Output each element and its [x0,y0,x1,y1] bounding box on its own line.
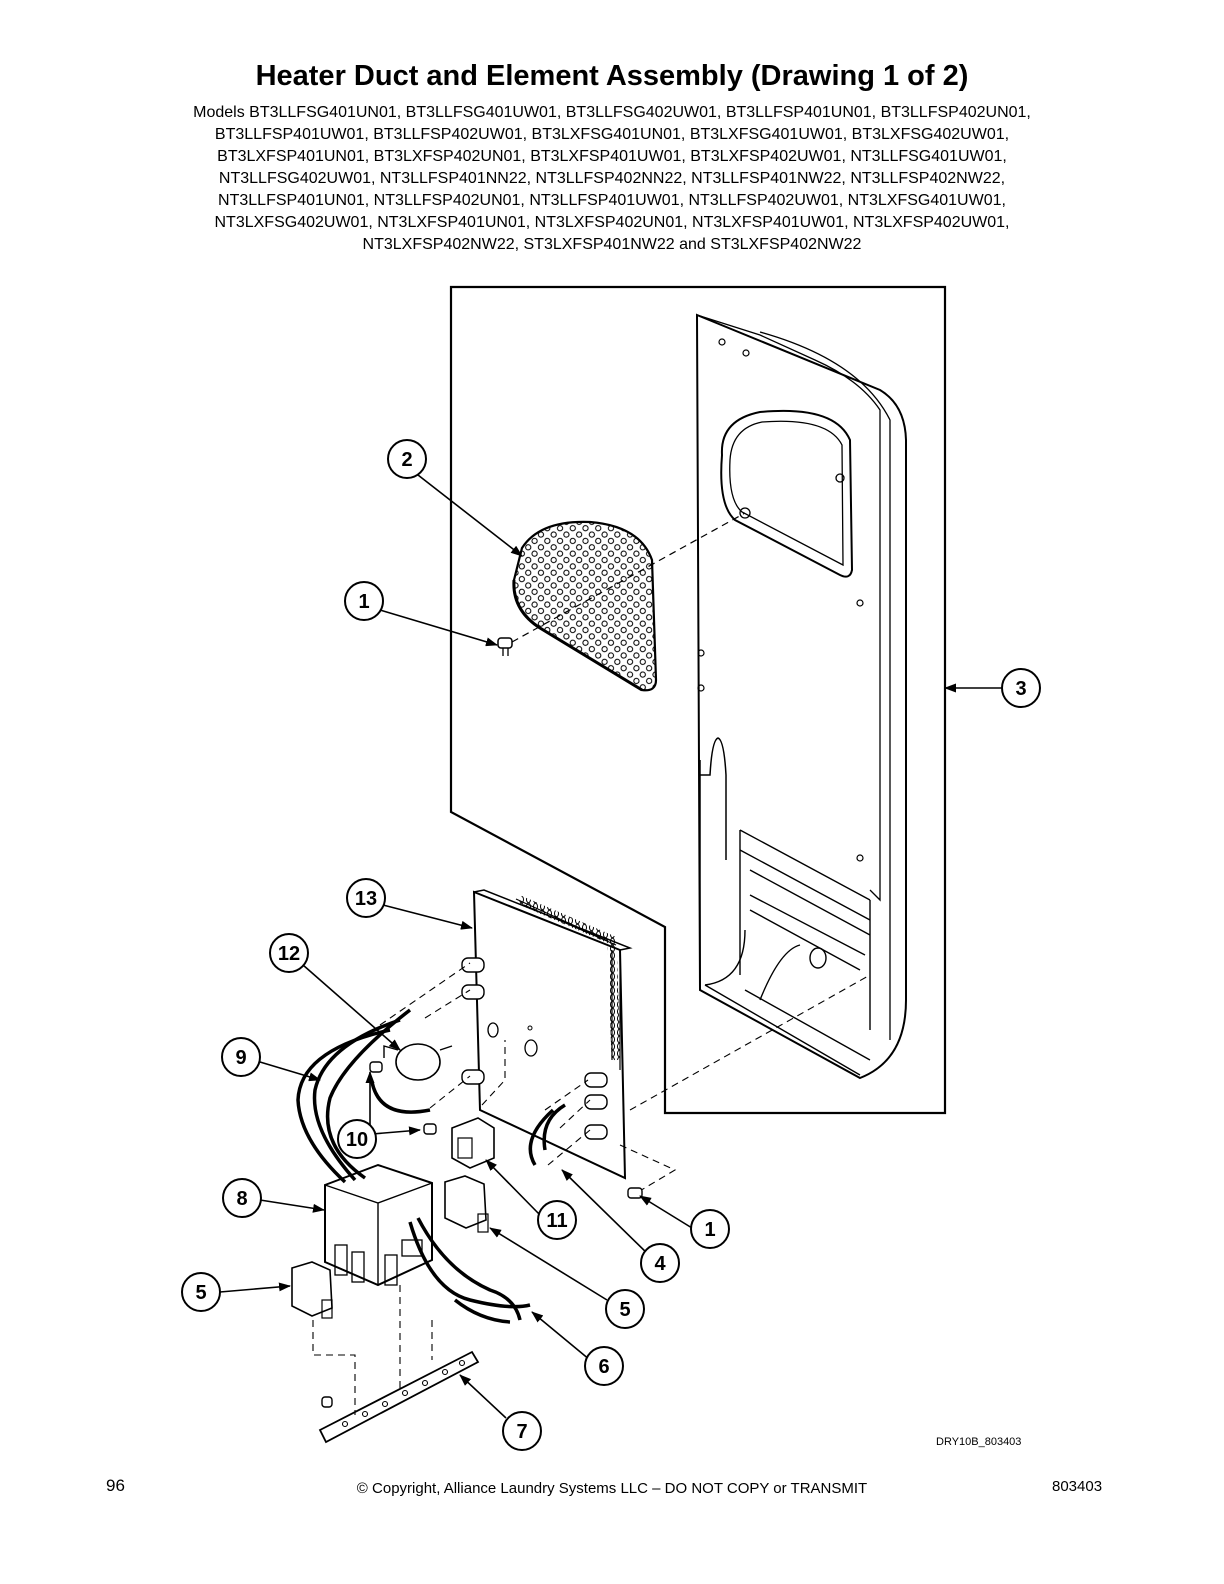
copyright-notice: © Copyright, Alliance Laundry Systems LL… [356,1480,868,1497]
callout-5-left: 5 [181,1272,221,1312]
svg-text:1: 1 [704,1219,715,1241]
page-title: Heater Duct and Element Assembly (Drawin… [255,60,969,92]
terminal-block-right [444,1175,489,1233]
assembly-line [511,512,746,643]
svg-text:11: 11 [546,1210,567,1232]
models-line: NT3LLFSG402UW01, NT3LLFSP401NN22, NT3LLF… [218,170,1006,187]
screw-thermostat [369,1061,383,1073]
callout-6: 6 [584,1346,624,1386]
assembly-lines [312,962,871,1415]
heater-duct-outline [449,285,947,1115]
svg-text:13: 13 [355,888,377,910]
svg-text:3: 3 [1015,678,1026,700]
callout-5-right: 5 [605,1289,645,1329]
svg-text:1: 1 [358,591,369,613]
thermostat [383,1043,453,1081]
callout-3: 3 [1001,668,1041,708]
svg-text:5: 5 [195,1282,206,1304]
heater-duct-panel [695,313,907,1080]
callout-4: 4 [640,1243,680,1283]
models-line: BT3LXFSP401UN01, BT3LXFSP402UN01, BT3LXF… [217,148,1007,165]
contactor [324,1163,433,1287]
screw-rail [321,1396,333,1408]
screw-switch [423,1123,437,1135]
models-line: BT3LLFSP401UW01, BT3LLFSP402UW01, BT3LXF… [214,126,1010,143]
models-line: NT3LXFSG402UW01, NT3LXFSP401UN01, NT3LXF… [214,214,1010,231]
callout-7: 7 [502,1411,542,1451]
models-line: NT3LXFSP402NW22, ST3LXFSP401NW22 and ST3… [362,236,862,253]
callout-13: 13 [346,878,386,918]
screw-upper [497,637,513,656]
svg-text:12: 12 [278,943,300,965]
drawing-code: DRY10B_803403 [936,1436,1022,1448]
svg-text:6: 6 [598,1356,609,1378]
models-line: Models BT3LLFSG401UN01, BT3LLFSG401UW01,… [193,104,1031,121]
wire-harness [296,1008,566,1324]
callout-1: 1 [344,581,384,621]
callout-9: 9 [221,1037,261,1077]
callout-10: 10 [337,1119,377,1159]
svg-text:10: 10 [346,1129,368,1151]
svg-text:2: 2 [401,449,412,471]
svg-text:7: 7 [516,1421,527,1443]
heater-screen [512,520,658,692]
callout-2: 2 [387,439,427,479]
svg-text:4: 4 [654,1253,666,1275]
terminal-block-left [291,1261,333,1319]
leader-lines [219,474,1002,1419]
document-number: 803403 [1052,1478,1103,1495]
mounting-rail [318,1350,480,1444]
high-limit-switch [451,1117,495,1169]
callouts: 2 1 3 13 12 9 10 8 11 1 4 5 5 6 7 [181,439,1041,1451]
callout-8: 8 [222,1178,262,1218]
callout-12: 12 [269,933,309,973]
svg-text:9: 9 [235,1047,246,1069]
models-line: NT3LLFSP401UN01, NT3LLFSP402UN01, NT3LLF… [218,192,1006,209]
svg-text:8: 8 [236,1188,247,1210]
page-number: 96 [106,1476,125,1495]
heating-element-assembly [461,889,633,1180]
callout-11: 11 [537,1200,577,1240]
svg-text:5: 5 [619,1299,630,1321]
screw-lower [627,1187,643,1199]
models-list: Models BT3LLFSG401UN01, BT3LLFSG401UW01,… [130,102,1094,256]
callout-1-lower: 1 [690,1209,730,1249]
